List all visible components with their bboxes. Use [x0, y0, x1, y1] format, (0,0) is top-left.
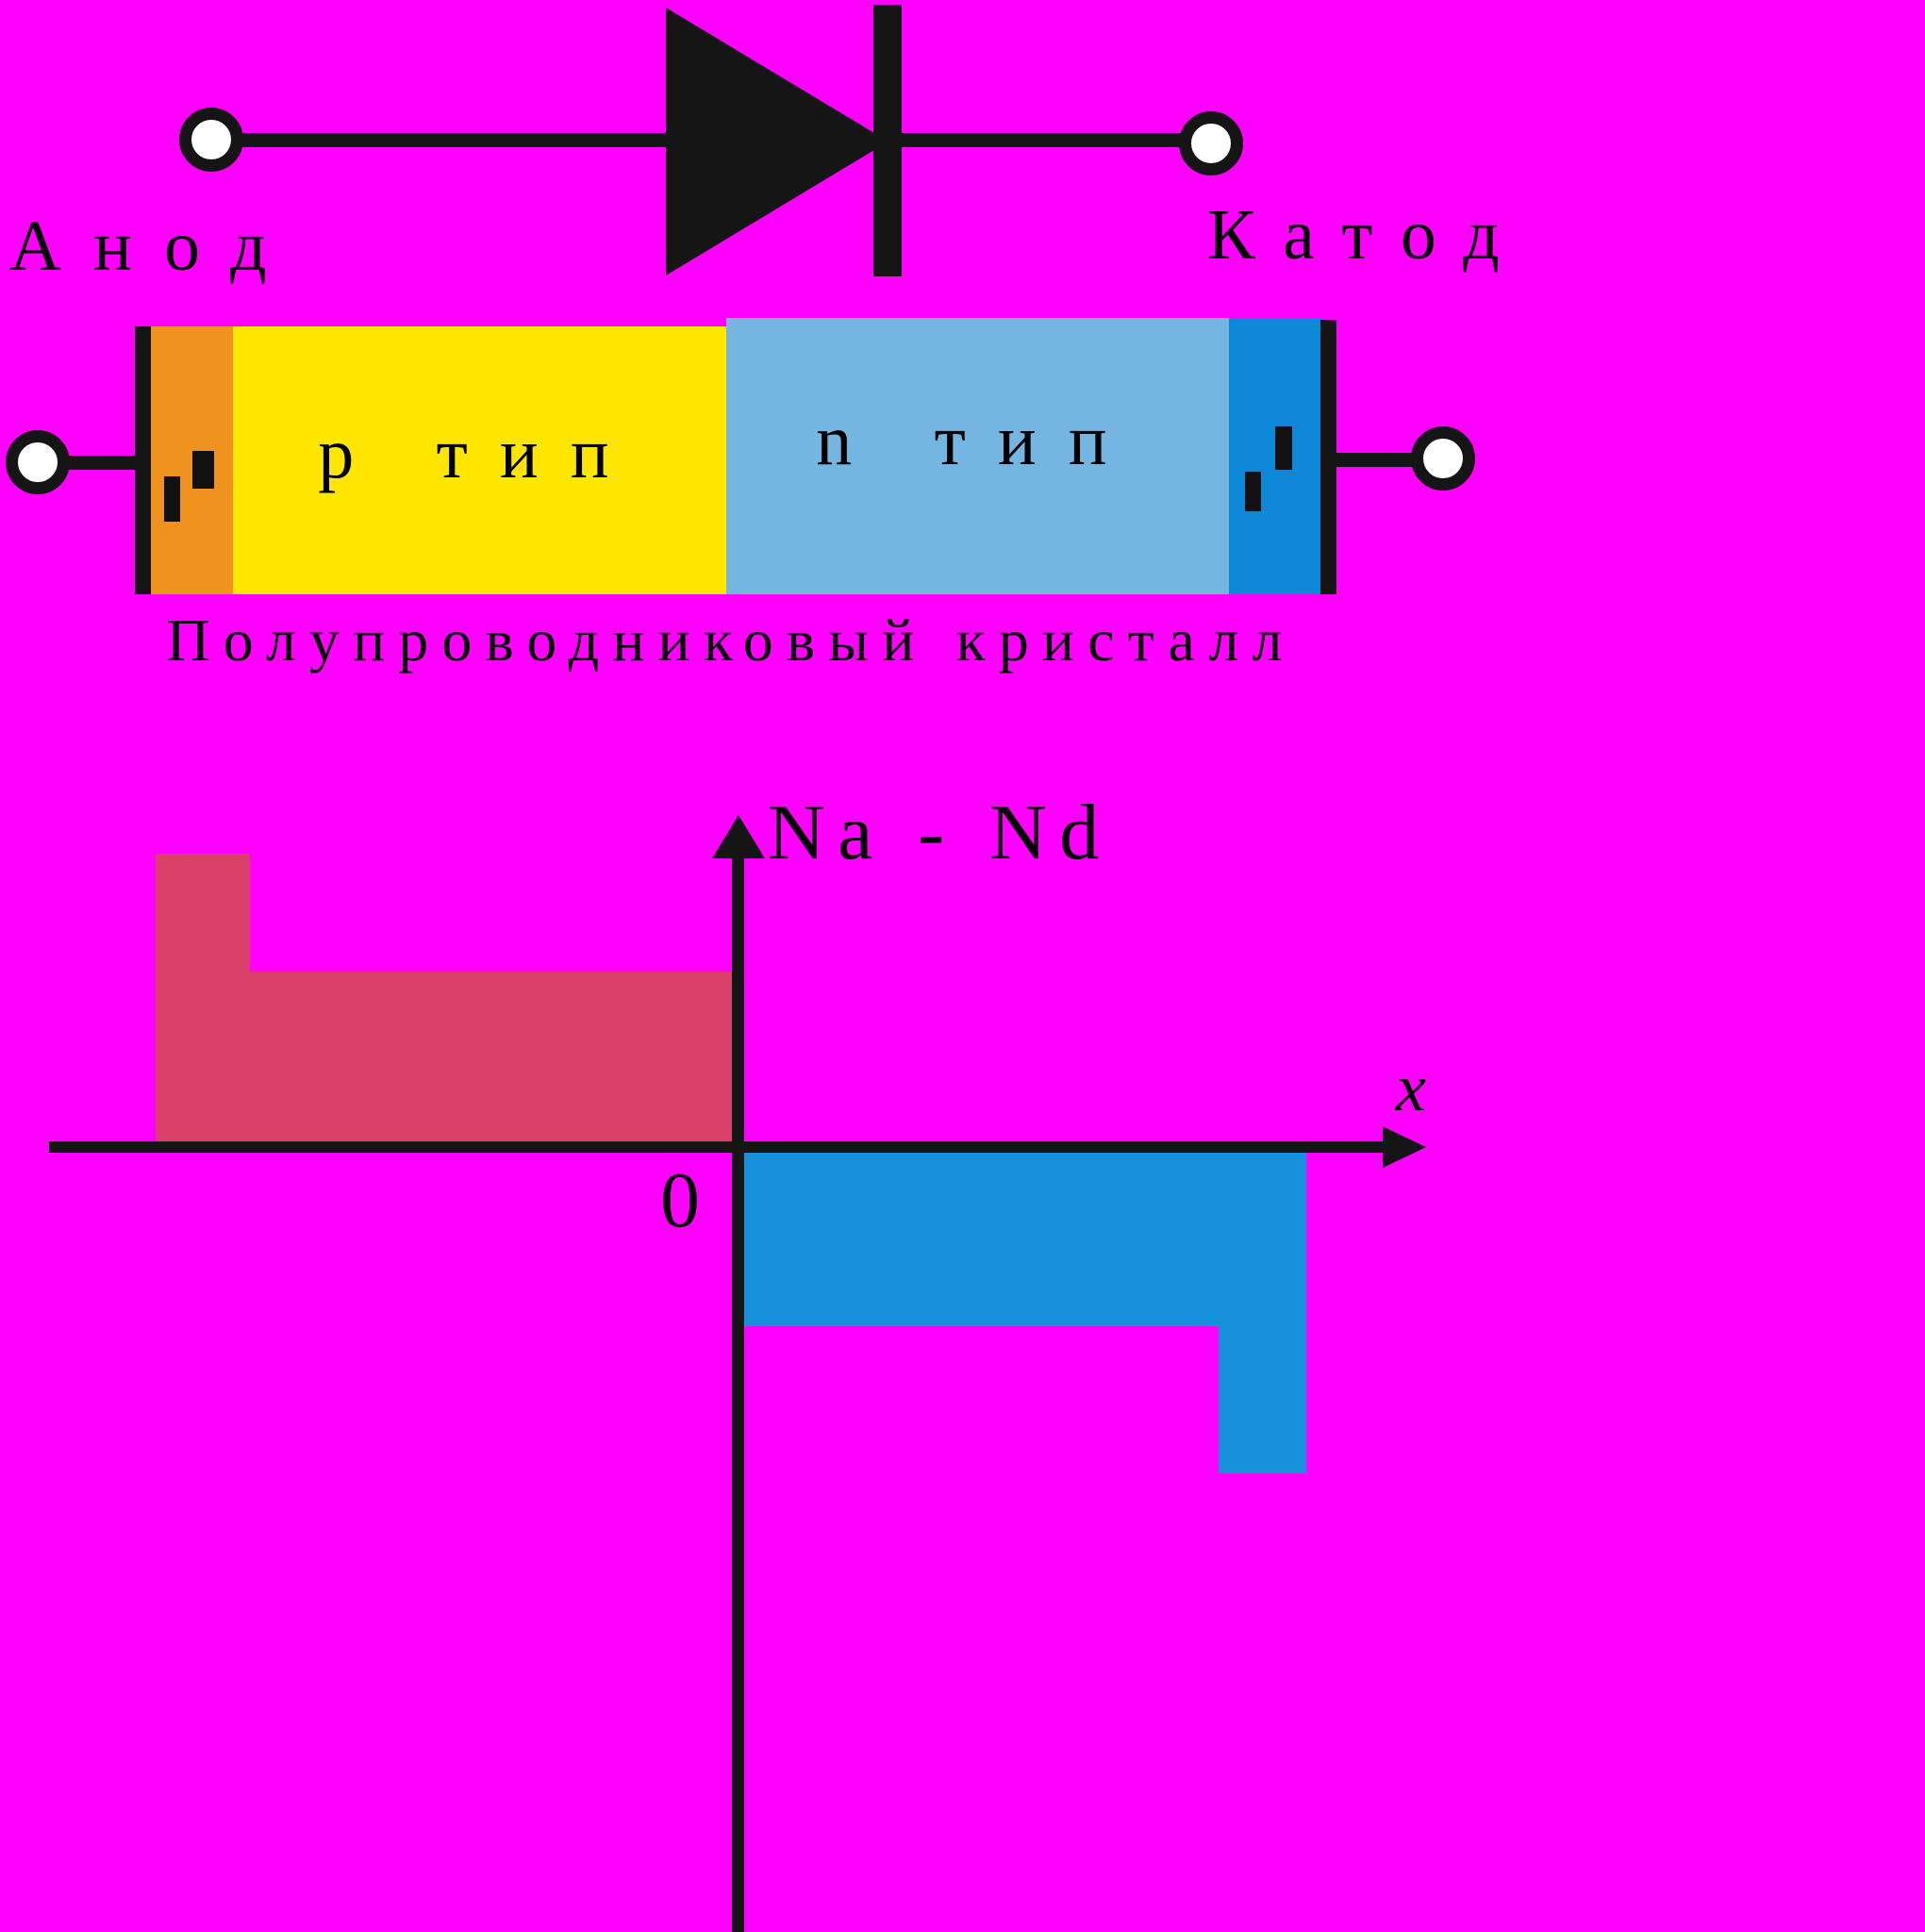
- chart-y-axis-label: Na - Nd: [768, 789, 1112, 876]
- chart-bar-p-plus: [156, 854, 250, 1141]
- n-type-label: n тип: [816, 401, 1139, 480]
- anode-wire: [240, 133, 670, 147]
- contact-mark-icon: [164, 476, 180, 522]
- cathode-label: Катод: [1207, 195, 1529, 275]
- anode-label: Анод: [9, 207, 299, 286]
- crystal-left-wire: [53, 456, 136, 470]
- chart-y-axis: [732, 844, 744, 1932]
- y-axis-arrow-icon: [712, 815, 765, 858]
- cathode-wire: [902, 133, 1192, 147]
- diode-cathode-bar: [873, 5, 902, 276]
- crystal-left-terminal-icon: [6, 430, 70, 494]
- contact-mark-icon: [192, 451, 214, 489]
- x-axis-arrow-icon: [1383, 1126, 1426, 1168]
- anode-contact-region: [151, 326, 233, 594]
- diode-triangle-icon: [666, 8, 888, 275]
- left-electrode-plate: [135, 326, 151, 594]
- contact-mark-icon: [1245, 472, 1261, 511]
- n-type-region: [726, 318, 1229, 594]
- p-type-label: p тип: [318, 414, 641, 493]
- chart-bar-p-base: [250, 972, 741, 1141]
- p-type-region: [233, 326, 726, 594]
- chart-bar-n-plus: [1219, 1153, 1306, 1474]
- chart-bar-n-base: [744, 1153, 1306, 1326]
- right-electrode-plate: [1320, 320, 1336, 594]
- crystal-caption: Полупроводниковый кристалл: [166, 607, 1296, 674]
- contact-mark-icon: [1275, 426, 1292, 470]
- chart-origin-label: 0: [660, 1157, 700, 1244]
- crystal-right-wire: [1336, 453, 1427, 467]
- chart-x-axis-label: x: [1396, 1050, 1426, 1125]
- anode-terminal-icon: [179, 108, 243, 172]
- crystal-right-terminal-icon: [1411, 426, 1475, 491]
- chart-x-axis: [49, 1141, 1386, 1153]
- cathode-terminal-icon: [1179, 111, 1243, 175]
